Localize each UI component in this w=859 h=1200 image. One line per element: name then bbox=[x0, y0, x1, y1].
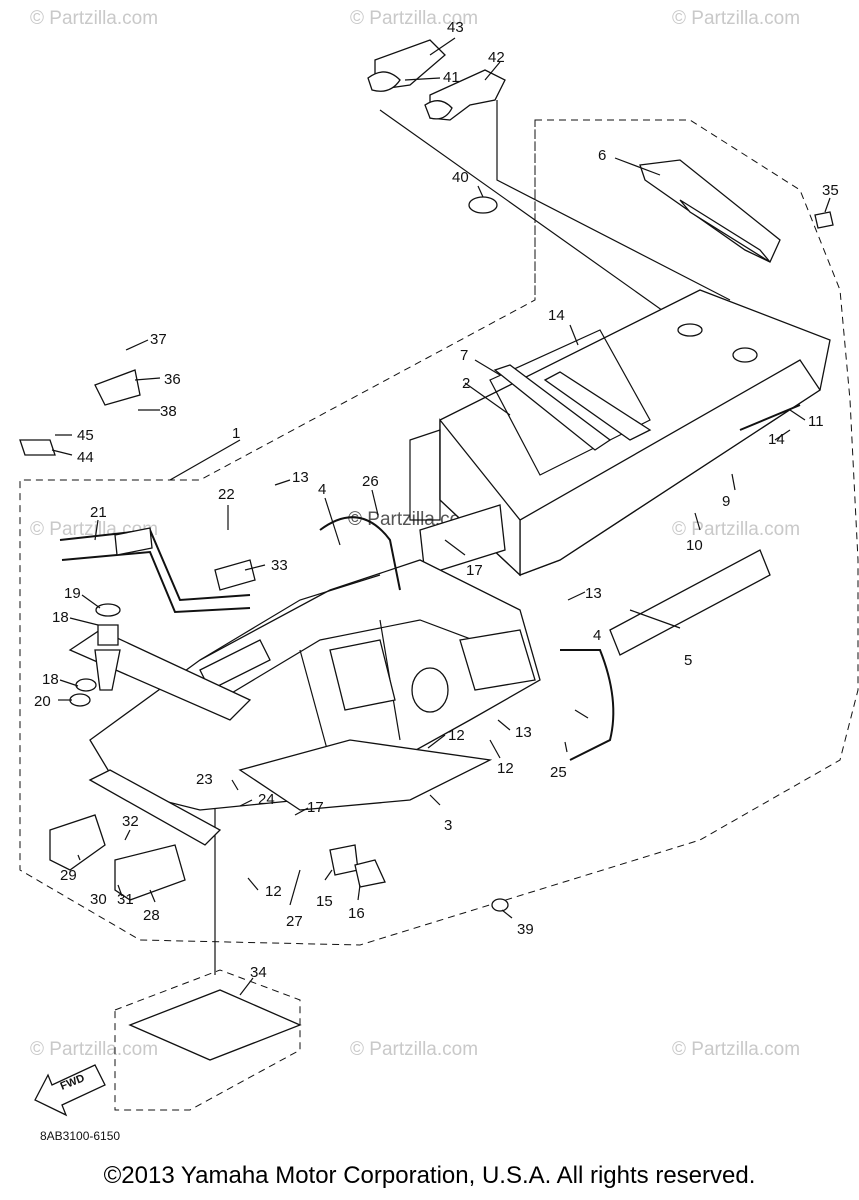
callout-38: 38 bbox=[160, 403, 177, 420]
copyright-notice: ©2013 Yamaha Motor Corporation, U.S.A. A… bbox=[103, 1162, 756, 1189]
callout-32: 32 bbox=[122, 813, 139, 830]
stay-5 bbox=[609, 549, 771, 656]
bracket-36 bbox=[94, 369, 141, 406]
watermark: © Partzilla.com bbox=[350, 1039, 478, 1060]
callout-19: 19 bbox=[64, 585, 81, 602]
rail-8 bbox=[493, 364, 652, 451]
callout-28: 28 bbox=[143, 907, 160, 924]
callout-2: 2 bbox=[462, 375, 470, 392]
callout-31: 31 bbox=[117, 891, 134, 908]
callout-22: 22 bbox=[218, 486, 235, 503]
bracket-7 bbox=[639, 159, 781, 263]
callout-13: 13 bbox=[292, 469, 309, 486]
watermark: © Partzilla.com bbox=[672, 519, 800, 540]
bumper-21 bbox=[59, 527, 251, 614]
front-beam bbox=[88, 769, 222, 846]
callout-44: 44 bbox=[77, 449, 94, 466]
callout-41: 41 bbox=[443, 69, 460, 86]
callout-43: 43 bbox=[447, 19, 464, 36]
callout-33: 33 bbox=[271, 557, 288, 574]
callout-3: 3 bbox=[444, 817, 452, 834]
callout-4: 4 bbox=[318, 481, 326, 498]
callout-42: 42 bbox=[488, 49, 505, 66]
cap-35 bbox=[814, 211, 834, 229]
callout-8: 7 bbox=[460, 347, 468, 364]
callout-36: 36 bbox=[164, 371, 181, 388]
callout-12c: 12 bbox=[265, 883, 282, 900]
callout-30: 30 bbox=[90, 891, 107, 908]
callout-27: 27 bbox=[286, 913, 303, 930]
callout-39: 39 bbox=[517, 921, 534, 938]
callout-16: 16 bbox=[348, 905, 365, 922]
fwd-arrow: FWD bbox=[34, 1064, 106, 1117]
assembly-boundary-mat bbox=[114, 969, 301, 1111]
callout-24: 24 bbox=[258, 791, 275, 808]
mat-34 bbox=[128, 989, 302, 1061]
leader-42 bbox=[496, 100, 731, 301]
bracket-6 bbox=[419, 504, 506, 576]
skid-plate-3 bbox=[238, 739, 493, 811]
grommet-40 bbox=[468, 196, 498, 214]
callout-35: 35 bbox=[822, 182, 839, 199]
callout-1: 1 bbox=[232, 425, 240, 442]
callout-13b: 13 bbox=[515, 724, 532, 741]
callout-26: 26 bbox=[362, 473, 379, 490]
callout-25: 25 bbox=[550, 764, 567, 781]
callout-11: 10 bbox=[686, 537, 703, 554]
gasket-15 bbox=[329, 844, 359, 876]
callout-labels: 43 41 42 6 40 35 14 7 2 11 14 9 10 13 5 … bbox=[34, 19, 839, 981]
callout-18: 18 bbox=[52, 609, 69, 626]
callout-9: 11 bbox=[808, 413, 824, 430]
grommet-39 bbox=[491, 898, 509, 912]
callout-37: 37 bbox=[150, 331, 167, 348]
callout-45: 45 bbox=[77, 427, 94, 444]
callout-10: 9 bbox=[722, 493, 730, 510]
callout-18b: 18 bbox=[42, 671, 59, 688]
callout-12b: 12 bbox=[497, 760, 514, 777]
main-frame bbox=[89, 559, 541, 811]
callout-13c: 13 bbox=[585, 585, 602, 602]
callout-15: 15 bbox=[316, 893, 333, 910]
guard-4-lower bbox=[560, 649, 615, 761]
watermark: © Partzilla.com bbox=[672, 1039, 800, 1060]
callout-4b: 4 bbox=[593, 627, 601, 644]
callout-20: 20 bbox=[34, 693, 51, 710]
watermark: © Partzilla.com bbox=[350, 8, 478, 29]
bracket-44 bbox=[19, 439, 56, 456]
callout-7: 6 bbox=[598, 147, 606, 164]
callout-14: 14 bbox=[548, 307, 565, 324]
callout-6: 17 bbox=[466, 562, 483, 579]
callout-17: 17 bbox=[307, 799, 324, 816]
duct-29 bbox=[49, 814, 106, 871]
callout-5: 5 bbox=[684, 652, 692, 669]
watermark: © Partzilla.com bbox=[30, 8, 158, 29]
callout-leaders bbox=[51, 37, 831, 996]
watermark: © Partzilla.com bbox=[30, 1039, 158, 1060]
callout-12: 12 bbox=[448, 727, 465, 744]
callout-34: 34 bbox=[250, 964, 267, 981]
assembly-boundary-rear bbox=[19, 119, 859, 946]
duct-28 bbox=[114, 844, 186, 901]
rear-pad-43 bbox=[367, 39, 446, 92]
bracket-33 bbox=[214, 559, 256, 591]
rear-pad-42 bbox=[424, 69, 506, 121]
rod-9 bbox=[739, 404, 801, 431]
gasket-16 bbox=[354, 859, 386, 888]
callout-29: 29 bbox=[60, 867, 77, 884]
callout-23: 23 bbox=[196, 771, 213, 788]
watermark: © Partzilla.com bbox=[672, 8, 800, 29]
diagram-code: 8AB3100-6150 bbox=[40, 1129, 120, 1143]
callout-14b: 14 bbox=[768, 431, 785, 448]
guard-4-upper bbox=[319, 516, 401, 591]
callout-40: 40 bbox=[452, 169, 469, 186]
callout-21: 21 bbox=[90, 504, 107, 521]
